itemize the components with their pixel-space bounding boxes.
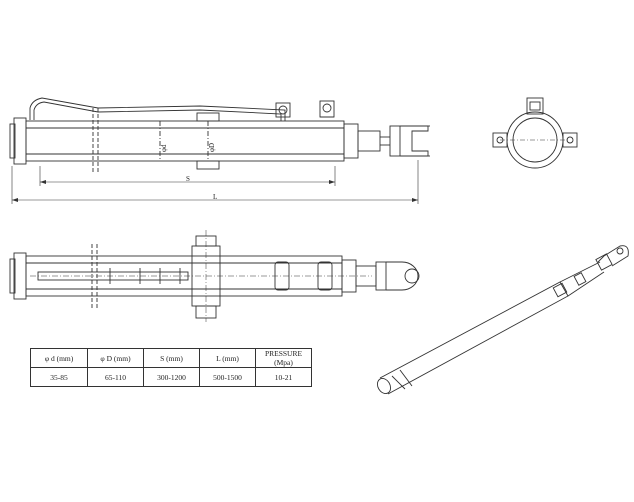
header-inner-diameter: φ d (mm) (30, 348, 88, 368)
header-length: L (mm) (199, 348, 256, 368)
spec-table: φ d (mm) φ D (mm) S (mm) L (mm) PRESSURE… (30, 348, 312, 387)
stroke-label: S (186, 175, 190, 183)
value-length: 500-1500 (199, 367, 256, 387)
spec-table-value-row: 35-85 65-110 300-1200 500-1500 10-21 (30, 367, 312, 387)
length-label: L (213, 193, 217, 201)
value-stroke: 300-1200 (143, 367, 200, 387)
end-view (492, 97, 578, 169)
value-inner-diameter: 35-85 (30, 367, 88, 387)
outer-diameter-label: φD (208, 143, 216, 152)
header-outer-diameter: φ D (mm) (87, 348, 144, 368)
value-pressure: 10-21 (255, 367, 312, 387)
inner-diameter-label: φd (160, 144, 168, 152)
value-outer-diameter: 65-110 (87, 367, 144, 387)
isometric-view (376, 245, 629, 395)
header-stroke: S (mm) (143, 348, 200, 368)
top-side-view (9, 97, 432, 204)
header-pressure: PRESSURE (Mpa) (255, 348, 312, 368)
spec-table-header-row: φ d (mm) φ D (mm) S (mm) L (mm) PRESSURE… (30, 348, 312, 368)
middle-side-view (9, 230, 420, 322)
